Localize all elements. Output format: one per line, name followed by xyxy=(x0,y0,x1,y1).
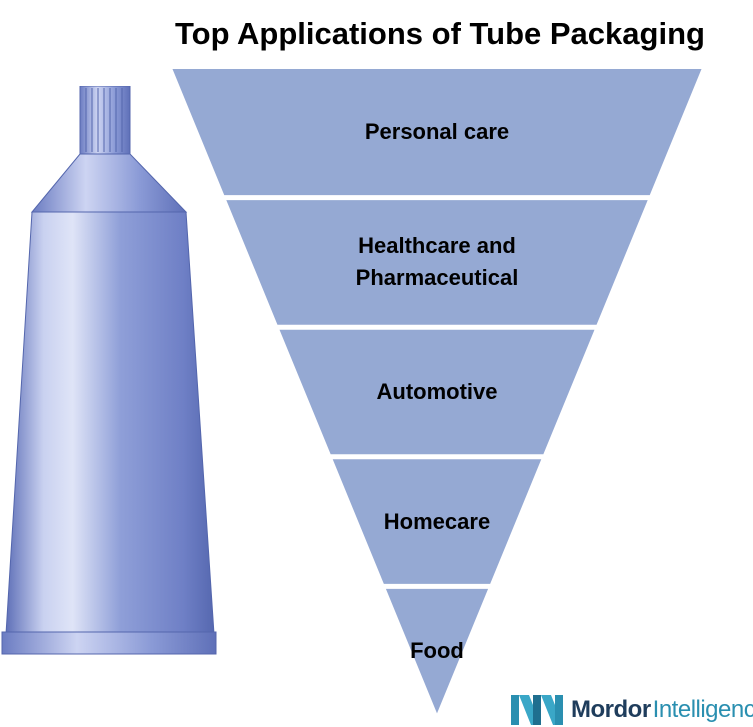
funnel-segment-2 xyxy=(223,198,651,327)
funnel-segment-label-1: Personal care xyxy=(364,119,510,145)
funnel-segment-4 xyxy=(329,457,545,586)
funnel-segment-label-5: Food xyxy=(410,638,464,664)
funnel-segment-label-2: Healthcare and Pharmaceutical xyxy=(355,233,519,291)
logo-mark-icon xyxy=(511,695,563,725)
diagram-title: Top Applications of Tube Packaging xyxy=(175,16,705,51)
funnel-segment-3 xyxy=(276,327,598,457)
tube-illustration xyxy=(1,86,217,655)
tube-crimp xyxy=(1,631,217,655)
funnel-segment-label-4: Homecare xyxy=(383,508,491,534)
tube-nozzle xyxy=(79,86,131,155)
logo-word-intelligence: Intelligence xyxy=(652,696,753,723)
funnel-segment-1 xyxy=(169,67,705,198)
logo-word-mordor: Mordor xyxy=(571,696,651,723)
mordor-intelligence-logo: Mordor Intelligence xyxy=(511,695,753,725)
funnel-segment-5 xyxy=(382,586,492,719)
funnel-segment-label-3: Automotive xyxy=(376,379,498,404)
